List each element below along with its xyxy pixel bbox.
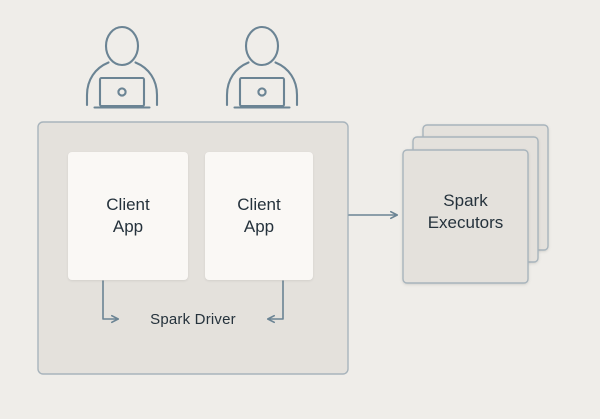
client-app-box-1[interactable]: Client App [68,152,188,280]
arrow-client2-to-driver [266,280,284,324]
client-app-label: Client App [106,194,150,236]
person-with-laptop-icon [85,25,159,109]
executor-card-front [402,149,529,284]
person-with-laptop-icon [225,25,299,109]
arrow-client1-to-driver [102,280,120,324]
client-app-box-2[interactable]: Client App [205,152,313,280]
client-app-label: Client App [237,194,281,236]
spark-executors-stack[interactable] [402,124,549,284]
spark-driver-label: Spark Driver [150,311,236,328]
spark-executors-label: Spark Executors [427,191,504,233]
